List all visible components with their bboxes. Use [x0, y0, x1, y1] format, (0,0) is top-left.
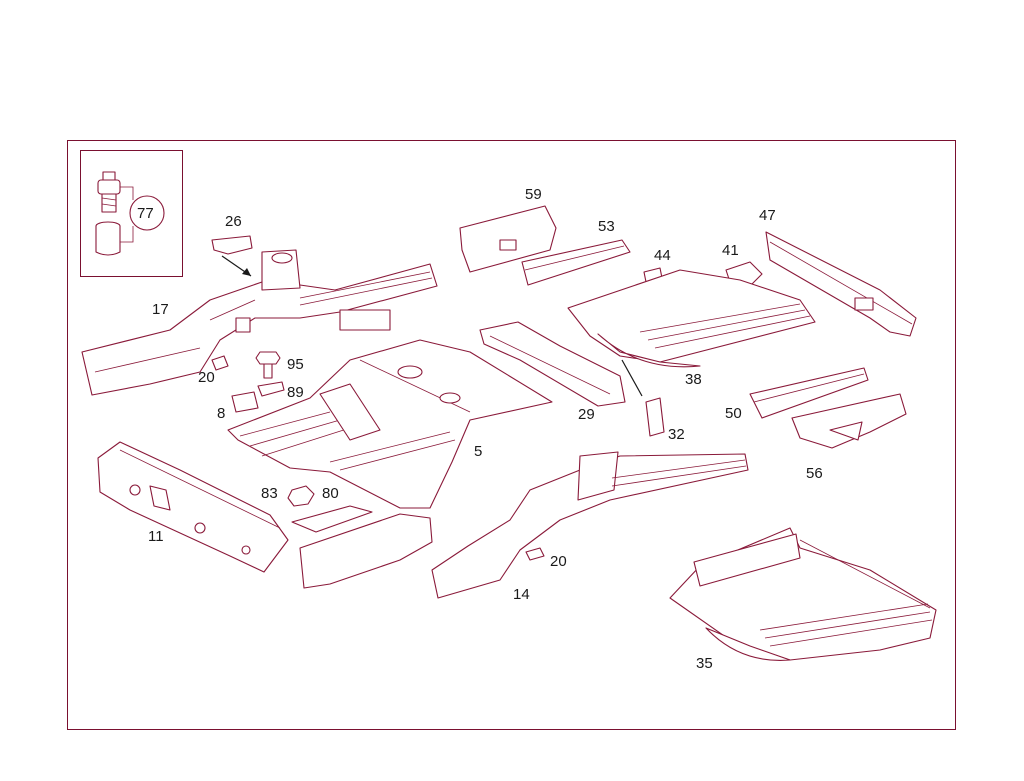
callout-95: 95 [287, 356, 304, 373]
callout-80: 80 [322, 485, 339, 502]
callout-20b: 20 [550, 553, 567, 570]
callout-11: 11 [148, 528, 164, 545]
panel-56 [791, 393, 907, 449]
bulkhead-11 [97, 441, 289, 573]
callout-32: 32 [668, 426, 685, 443]
panel-59 [459, 205, 557, 273]
rear-crossmember-47 [765, 231, 917, 337]
callout-83: 83 [261, 485, 278, 502]
side-member-14 [431, 451, 749, 599]
rear-floor-38 [567, 269, 816, 368]
callout-14: 14 [513, 586, 530, 603]
inset-leader-bottom [120, 226, 134, 243]
callout-47: 47 [759, 207, 776, 224]
nut-plate-8 [231, 391, 259, 413]
front-side-member-17 [81, 249, 438, 396]
crossmember-29 [479, 321, 626, 407]
callout-35: 35 [696, 655, 713, 672]
clip-89 [257, 381, 285, 397]
bolt-95 [255, 351, 281, 379]
callout-20a: 20 [198, 369, 215, 386]
bracket-26 [211, 235, 253, 255]
reference-circle [129, 195, 165, 231]
rail-53 [521, 239, 631, 286]
callout-17: 17 [152, 301, 169, 318]
callout-8: 8 [217, 405, 226, 422]
callout-59: 59 [525, 186, 542, 203]
callout-26: 26 [225, 213, 242, 230]
callout-89: 89 [287, 384, 304, 401]
callout-38: 38 [685, 371, 702, 388]
callout-53: 53 [598, 218, 615, 235]
callout-5: 5 [474, 443, 483, 460]
callout-77: 77 [137, 205, 154, 222]
plate-80 [291, 505, 373, 533]
clip-20a [211, 355, 229, 371]
callout-29: 29 [578, 406, 595, 423]
clip-20b [525, 547, 545, 561]
detail-inset-box [80, 150, 183, 277]
inset-leader-top [120, 186, 134, 200]
panel-50 [749, 367, 869, 419]
arrow-38 [621, 359, 643, 397]
rear-floor-assembly-35 [669, 527, 937, 661]
seat-crossmember [299, 513, 433, 589]
callout-44: 44 [654, 247, 671, 264]
callout-41: 41 [722, 242, 739, 259]
stud-bolt-part [97, 171, 121, 213]
callout-50: 50 [725, 405, 742, 422]
floor-pan-5 [227, 339, 553, 509]
callout-56: 56 [806, 465, 823, 482]
bushing-part [95, 221, 121, 256]
bracket-32 [645, 397, 665, 437]
diagram-frame [67, 140, 956, 730]
nut-83 [287, 485, 315, 507]
